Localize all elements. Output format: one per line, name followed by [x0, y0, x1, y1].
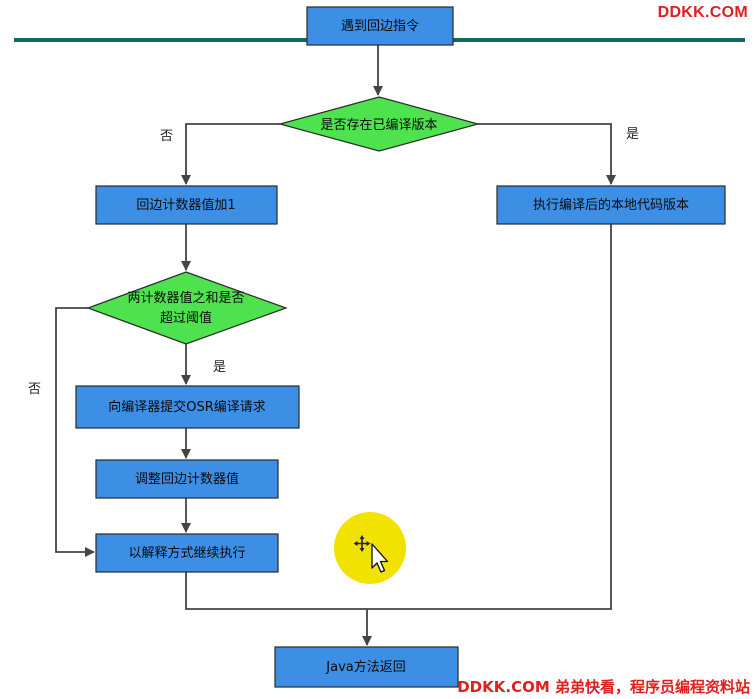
label-compiled-no: 否	[160, 129, 173, 144]
edge-merge-line	[185, 224, 612, 610]
label-compiled-yes: 是	[626, 127, 639, 142]
node-return: Java方法返回	[274, 646, 459, 688]
node-submit-osr-label: 向编译器提交OSR编译请求	[108, 399, 266, 415]
decision-threshold-label-1: 两计数器值之和是否	[127, 290, 244, 306]
node-start: 遇到回边指令	[306, 6, 454, 46]
node-adjust: 调整回边计数器值	[95, 459, 279, 499]
node-native-label: 执行编译后的本地代码版本	[533, 197, 689, 213]
connectors	[55, 45, 616, 646]
node-increment: 回边计数器值加1	[95, 185, 278, 225]
node-interpret: 以解释方式继续执行	[95, 533, 279, 573]
cursor-highlight	[334, 512, 406, 584]
label-threshold-yes: 是	[213, 360, 226, 375]
node-start-label: 遇到回边指令	[341, 19, 419, 34]
node-increment-label: 回边计数器值加1	[136, 197, 235, 213]
edge-check-yes	[478, 123, 616, 185]
label-threshold-no: 否	[28, 382, 41, 397]
decision-threshold-label-2: 超过阈值	[160, 310, 212, 326]
decision-compiled-check: 是否存在已编译版本	[277, 96, 481, 152]
watermark-bottom: DDKK.COM 弟弟快看，程序员编程资料站	[457, 678, 750, 696]
move-cursor-icon	[353, 535, 389, 573]
decision-threshold-check: 两计数器值之和是否 超过阈值	[86, 271, 288, 345]
node-interpret-label: 以解释方式继续执行	[128, 545, 245, 561]
node-return-label: Java方法返回	[325, 659, 405, 675]
decision-compiled-label: 是否存在已编译版本	[320, 118, 437, 133]
edge-check-no	[181, 123, 280, 185]
node-native: 执行编译后的本地代码版本	[496, 185, 726, 225]
watermark-top: DDKK.COM	[657, 4, 748, 21]
node-submit-osr: 向编译器提交OSR编译请求	[75, 385, 300, 429]
node-adjust-label: 调整回边计数器值	[135, 471, 239, 487]
edge-threshold-no	[55, 307, 95, 557]
